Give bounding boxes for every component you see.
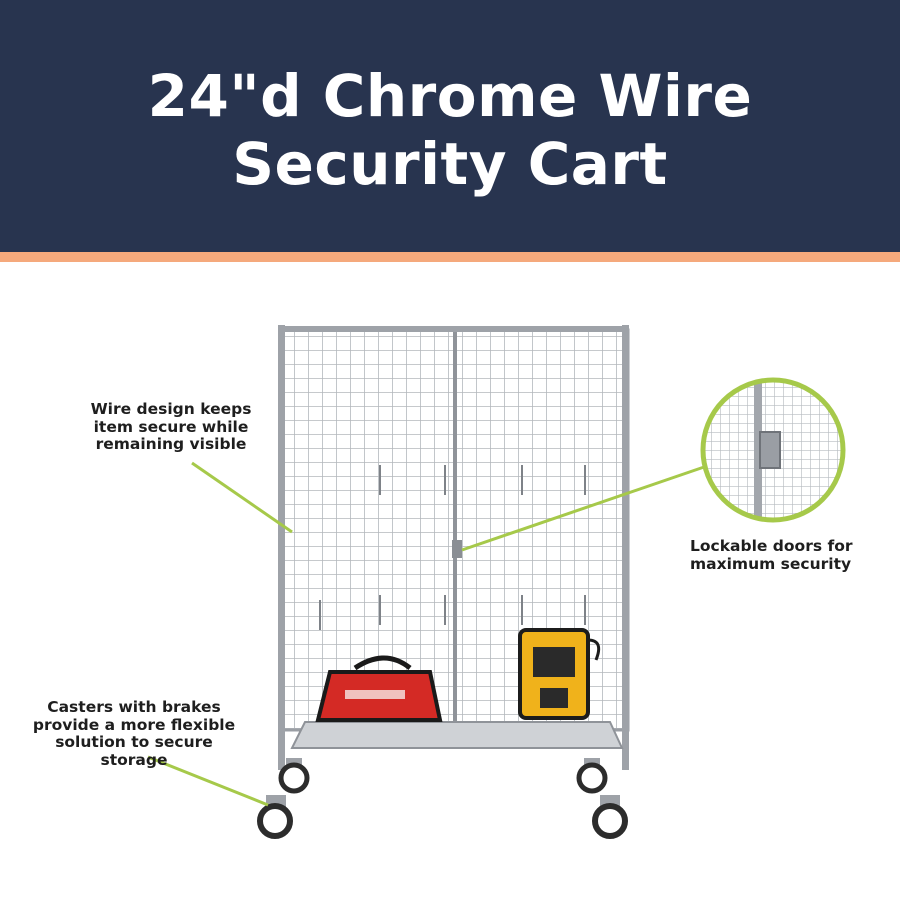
casters-line: [147, 755, 269, 807]
cart-top-rail: [280, 326, 628, 332]
callout-lockable-doors: Lockable doors for maximum security: [690, 537, 853, 573]
header-banner: [0, 0, 900, 252]
callout-wire-design: Wire design keeps item secure while rema…: [90, 400, 252, 453]
security-cart: [257, 325, 630, 839]
lock-line: [461, 464, 708, 552]
title-line-1: 24"d Chrome Wire: [147, 62, 753, 130]
yellow-jump-starter: [518, 628, 601, 720]
page-title: 24"d Chrome Wire Security Cart: [0, 62, 900, 198]
casters: [257, 758, 628, 839]
wire-design-line: [191, 461, 293, 534]
red-tool-bag: [315, 655, 443, 722]
cart-post-left: [278, 325, 285, 770]
door-lock: [452, 540, 462, 558]
callout-casters: Casters with brakes provide a more flexi…: [32, 698, 236, 769]
header-accent-bar: [0, 252, 900, 262]
lock-zoom-inset: [700, 377, 846, 523]
hinge-marks: [319, 465, 586, 630]
callout-lines: [147, 461, 708, 807]
cart-post-right: [622, 325, 629, 770]
title-line-2: Security Cart: [232, 130, 668, 198]
bottom-shelf: [290, 721, 624, 749]
